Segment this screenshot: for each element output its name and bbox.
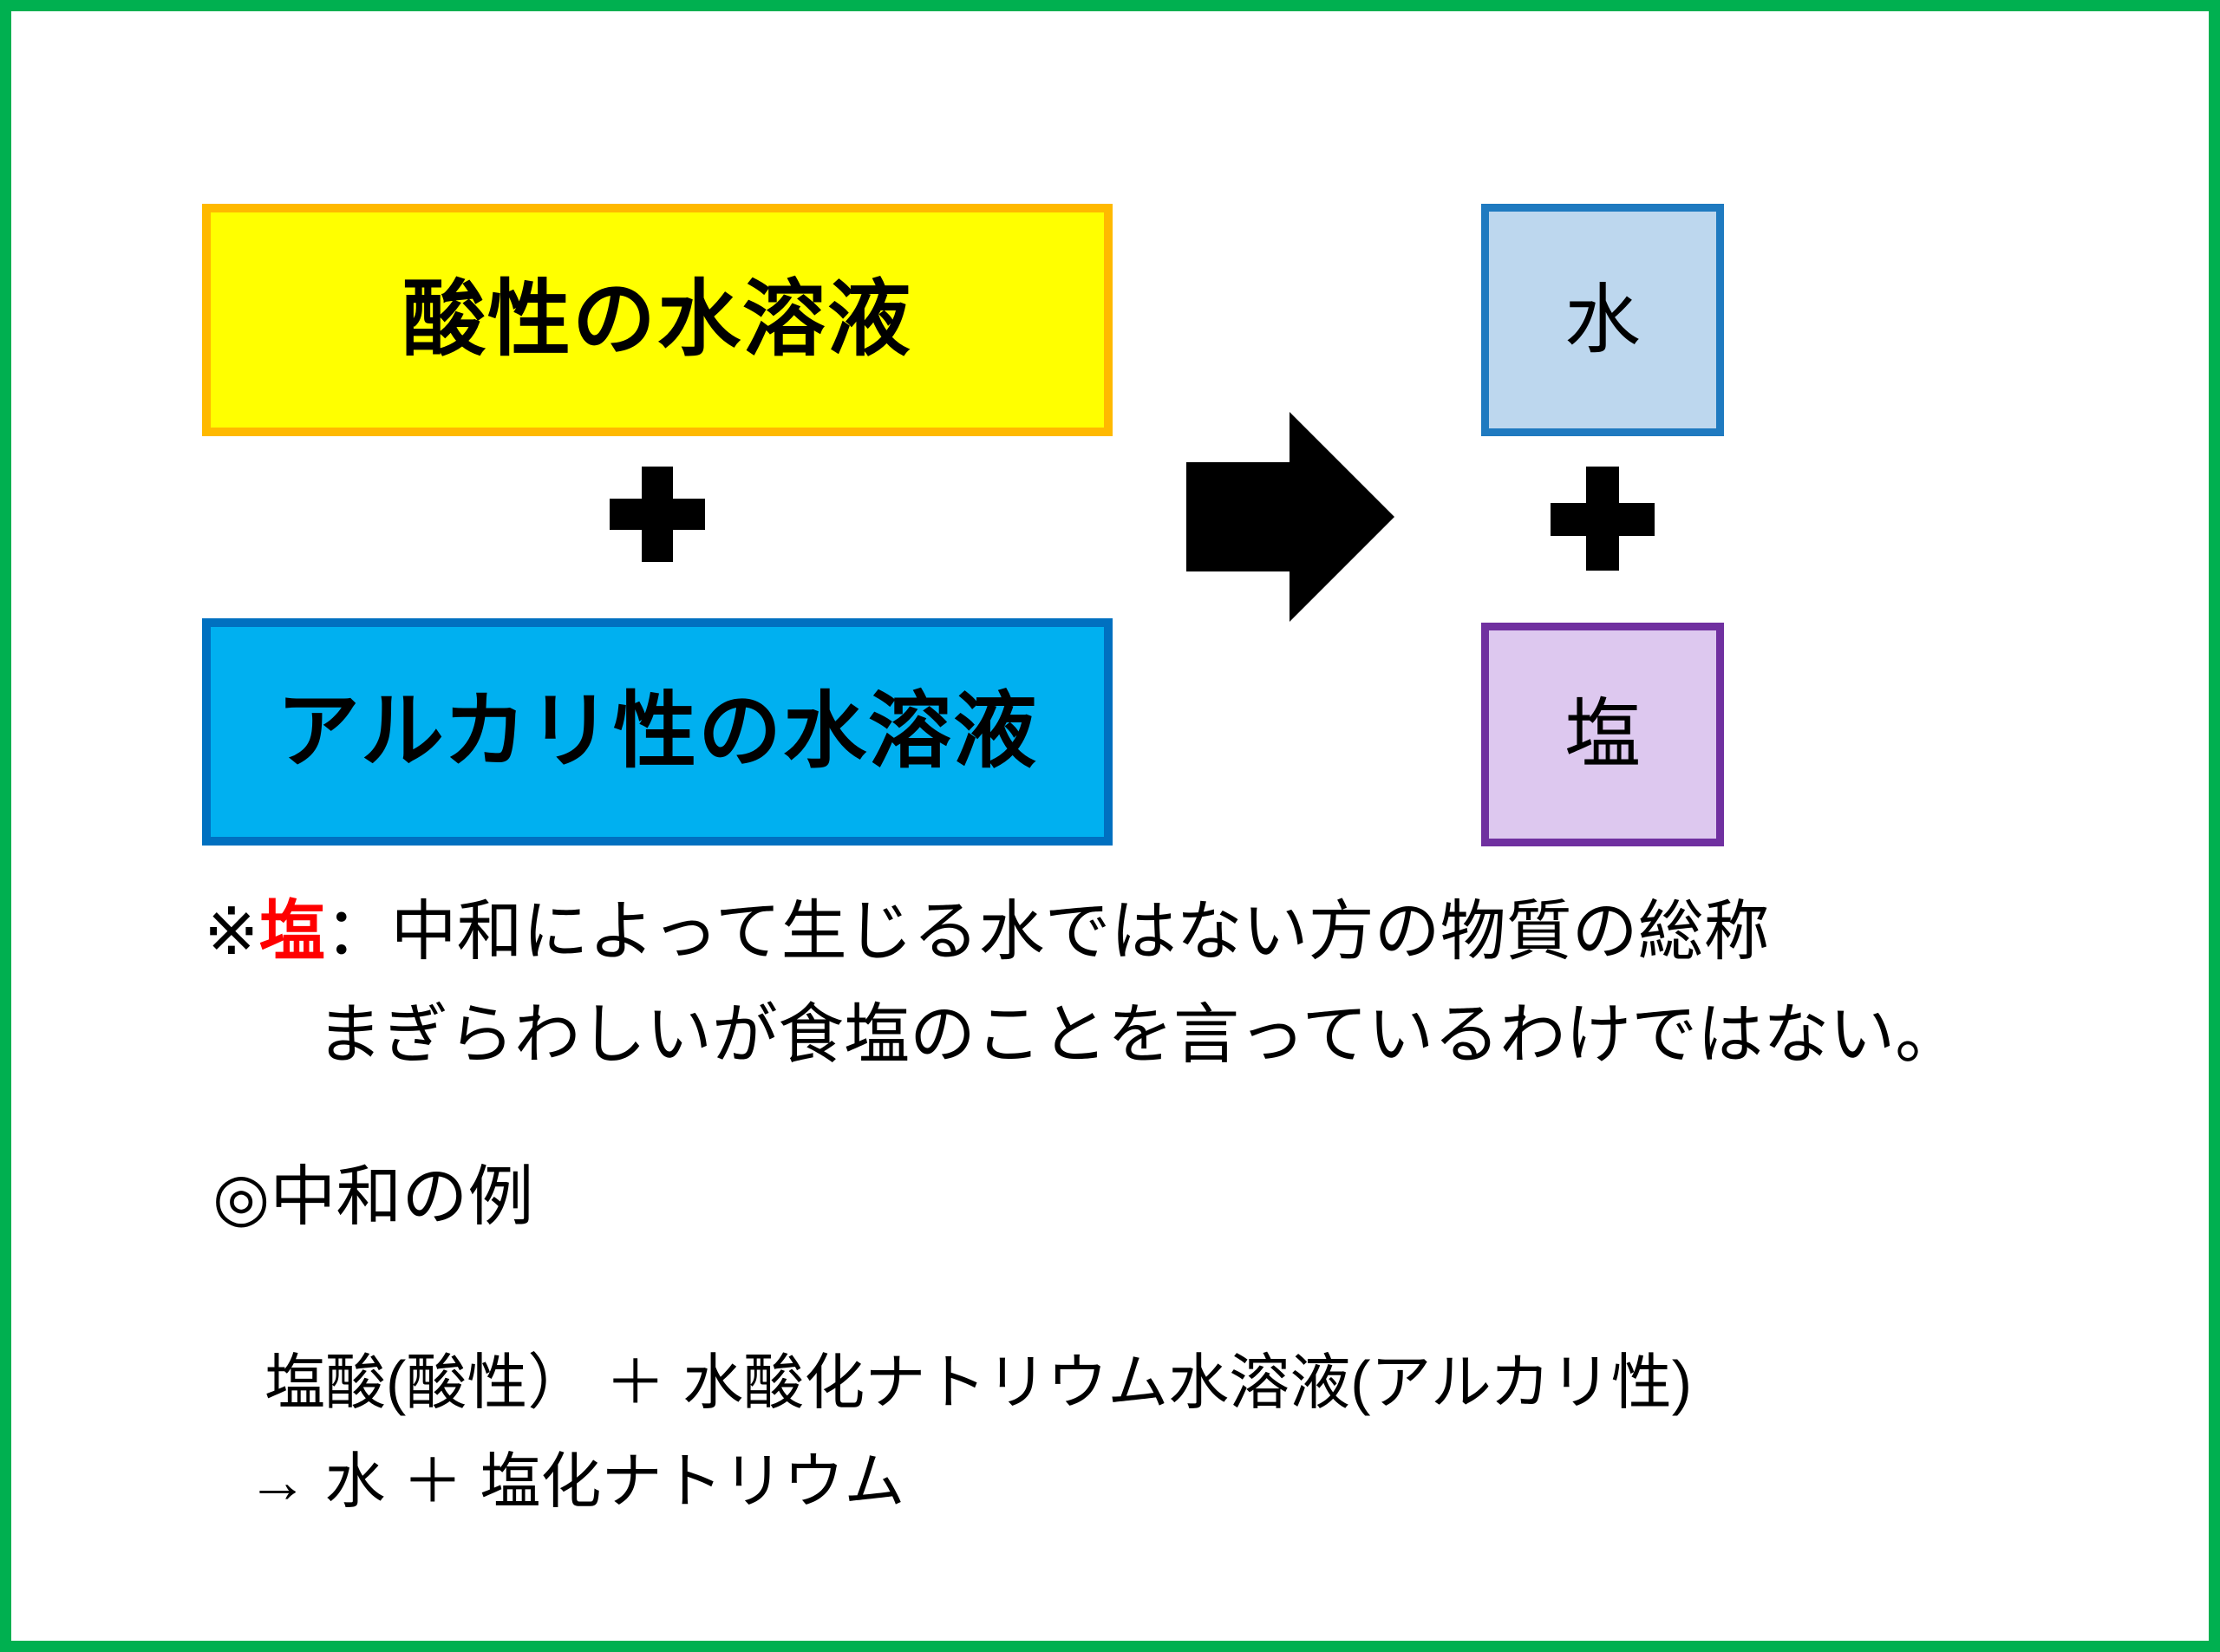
acid-solution-label: 酸性の水溶液: [402, 273, 912, 366]
salt-product-box: 塩: [1481, 623, 1724, 846]
water-product-label: 水: [1564, 277, 1641, 362]
footnote-line-1: ※塩：中和によって生じる水ではない方の物質の総称: [204, 899, 1770, 965]
footnote-highlight-term: 塩: [258, 895, 325, 969]
examples-heading: ◎中和の例: [212, 1160, 534, 1234]
footnote-marker: ※: [204, 895, 259, 969]
water-product-box: 水: [1481, 204, 1724, 436]
plus-vertical-bar: [1586, 467, 1619, 571]
footnote-definition: ：中和によって生じる水ではない方の物質の総称: [324, 895, 1770, 969]
acid-solution-box: 酸性の水溶液: [202, 204, 1113, 436]
alkaline-solution-label: アルカリ性の水溶液: [276, 685, 1039, 778]
footnote-line-2: まぎらわしいが食塩のことを言っているわけではない。: [317, 998, 1962, 1072]
salt-product-label: 塩: [1564, 691, 1641, 777]
right-arrow-icon: [1186, 412, 1394, 622]
equation-line-2: → 水 ＋ 塩化ナトリウム: [247, 1447, 905, 1515]
plus-sign-reactants: [610, 467, 705, 562]
plus-vertical-bar: [642, 467, 673, 562]
alkaline-solution-box: アルカリ性の水溶液: [202, 618, 1113, 846]
plus-sign-products: [1551, 467, 1655, 571]
equation-line-1: 塩酸(酸性） ＋ 水酸化ナトリウム水溶液(アルカリ性): [264, 1348, 1693, 1416]
